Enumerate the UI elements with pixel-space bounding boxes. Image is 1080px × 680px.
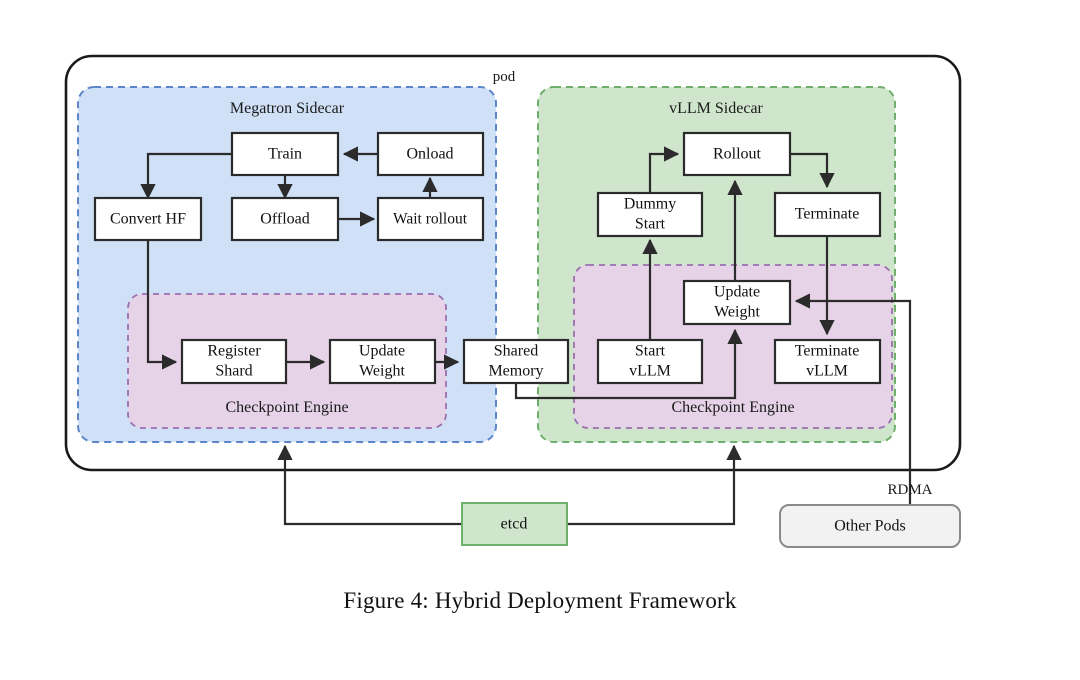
node-etcd[interactable]: etcd [461,502,568,546]
node-start-vllm[interactable]: Start vLLM [596,338,704,385]
node-start-vllm-label-line2: vLLM [629,363,671,380]
checkpoint-engine-left-label: Checkpoint Engine [225,399,348,416]
node-dummy-start[interactable]: Dummy Start [596,191,704,238]
edge-etcd-to-vllm [567,444,742,526]
figure-caption: Figure 4: Hybrid Deployment Framework [343,588,737,613]
edge-shared-memory-to-update-weight-right [514,328,743,400]
vllm-sidecar-label: vLLM Sidecar [669,100,763,117]
node-terminate-label: Terminate [795,206,860,223]
node-train-label: Train [268,146,302,163]
edge-rdma-other-pods-to-update-weight [794,293,912,505]
node-shared-memory[interactable]: Shared Memory [462,338,570,385]
node-update-weight-left[interactable]: Update Weight [328,338,437,385]
checkpoint-engine-right-label: Checkpoint Engine [671,399,794,416]
node-update-weight-right[interactable]: Update Weight [682,279,792,326]
node-register-shard[interactable]: Register Shard [180,338,288,385]
node-update-weight-left-label-line1: Update [359,343,405,360]
node-offload-label: Offload [260,211,309,228]
node-etcd-label: etcd [501,516,528,533]
edge-dummy-start-to-rollout [648,146,680,193]
node-convert-hf-label: Convert HF [110,211,186,228]
node-dummy-start-label-line1: Dummy [624,196,676,213]
node-convert-hf[interactable]: Convert HF [93,196,203,242]
node-terminate[interactable]: Terminate [773,191,882,238]
node-other-pods[interactable]: Other Pods [779,504,961,548]
node-terminate-vllm-label-line2: vLLM [806,363,848,380]
checkpoint-engine-right-container [573,264,893,429]
edge-rollout-to-terminate [790,152,835,189]
node-shared-memory-label-line2: Memory [488,363,543,380]
node-train[interactable]: Train [230,131,340,177]
pod-label: pod [493,69,516,85]
node-rollout-label: Rollout [713,146,762,163]
node-dummy-start-label-line2: Start [635,216,666,233]
rdma-label: RDMA [887,482,932,498]
node-wait-rollout[interactable]: Wait rollout [376,196,485,242]
edge-train-to-convert-hf [140,152,232,200]
node-terminate-vllm[interactable]: Terminate vLLM [773,338,882,385]
node-register-shard-label-line2: Shard [215,363,252,380]
node-shared-memory-label-line1: Shared [494,343,538,360]
megatron-sidecar-label: Megatron Sidecar [230,100,345,117]
edge-convert-hf-to-register-shard [146,240,178,370]
node-update-weight-right-label-line1: Update [714,284,760,301]
node-wait-rollout-label: Wait rollout [393,211,468,228]
node-terminate-vllm-label-line1: Terminate [795,343,860,360]
node-offload[interactable]: Offload [230,196,340,242]
node-update-weight-left-label-line2: Weight [359,363,405,380]
node-onload-label: Onload [406,146,453,163]
node-other-pods-label: Other Pods [834,518,906,535]
node-start-vllm-label-line1: Start [635,343,666,360]
edge-etcd-to-megatron [277,444,462,526]
node-register-shard-label-line1: Register [207,343,261,360]
node-onload[interactable]: Onload [376,131,485,177]
node-rollout[interactable]: Rollout [682,131,792,177]
node-update-weight-right-label-line2: Weight [714,304,760,321]
